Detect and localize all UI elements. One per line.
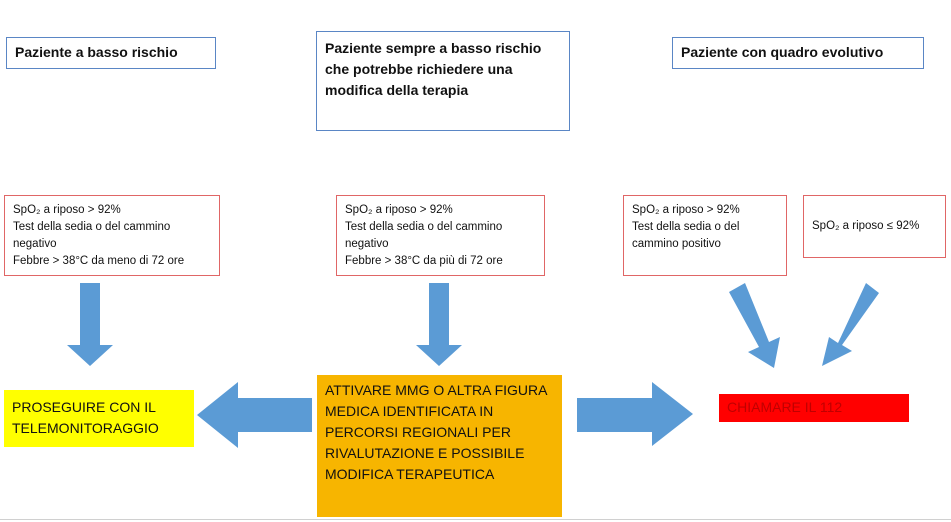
criteria-left-test: Test della sedia o del cammino <box>13 221 171 233</box>
criteria-right-b-spo2: SpO₂ a riposo ≤ 92% <box>812 220 920 232</box>
criteria-center: SpO₂ a riposo > 92% Test della sedia o d… <box>336 195 545 276</box>
arrow-diag-right-a <box>729 283 780 368</box>
bottom-divider <box>0 519 951 520</box>
criteria-left-test-result: negativo <box>13 238 57 250</box>
outcome-activate-physician: ATTIVARE MMG O ALTRA FIGURA MEDICA IDENT… <box>317 375 562 517</box>
criteria-center-fever: Febbre > 38°C da più di 72 ore <box>345 255 503 267</box>
outcome-call-112: CHIAMARE IL 112 <box>719 394 909 422</box>
header-low-risk-therapy-label: Paziente sempre a basso rischio che potr… <box>325 40 542 98</box>
criteria-right-a-test: Test della sedia o del <box>632 221 740 233</box>
criteria-right-a-test-result: cammino positivo <box>632 238 721 250</box>
arrow-down-left <box>67 283 113 366</box>
arrow-diag-right-b <box>822 283 879 366</box>
arrow-left <box>197 382 312 448</box>
header-low-risk-therapy: Paziente sempre a basso rischio che potr… <box>316 31 570 131</box>
outcome-continue-label: PROSEGUIRE CON IL TELEMONITORAGGIO <box>12 399 159 436</box>
criteria-center-test-result: negativo <box>345 238 389 250</box>
criteria-right-a: SpO₂ a riposo > 92% Test della sedia o d… <box>623 195 787 276</box>
header-evolving: Paziente con quadro evolutivo <box>672 37 924 69</box>
criteria-right-b: SpO₂ a riposo ≤ 92% <box>803 195 946 258</box>
arrow-right <box>577 382 693 446</box>
criteria-left-fever: Febbre > 38°C da meno di 72 ore <box>13 255 185 267</box>
outcome-activate-label: ATTIVARE MMG O ALTRA FIGURA MEDICA IDENT… <box>325 382 547 482</box>
header-low-risk-label: Paziente a basso rischio <box>15 44 178 60</box>
arrow-down-center <box>416 283 462 366</box>
criteria-center-test: Test della sedia o del cammino <box>345 221 503 233</box>
header-low-risk: Paziente a basso rischio <box>6 37 216 69</box>
outcome-continue-telemonitoring: PROSEGUIRE CON IL TELEMONITORAGGIO <box>4 390 194 447</box>
criteria-left: SpO₂ a riposo > 92% Test della sedia o d… <box>4 195 220 276</box>
criteria-center-spo2: SpO₂ a riposo > 92% <box>345 204 453 216</box>
criteria-right-a-spo2: SpO₂ a riposo > 92% <box>632 204 740 216</box>
outcome-call-label: CHIAMARE IL 112 <box>727 399 843 415</box>
header-evolving-label: Paziente con quadro evolutivo <box>681 44 884 60</box>
criteria-left-spo2: SpO₂ a riposo > 92% <box>13 204 121 216</box>
